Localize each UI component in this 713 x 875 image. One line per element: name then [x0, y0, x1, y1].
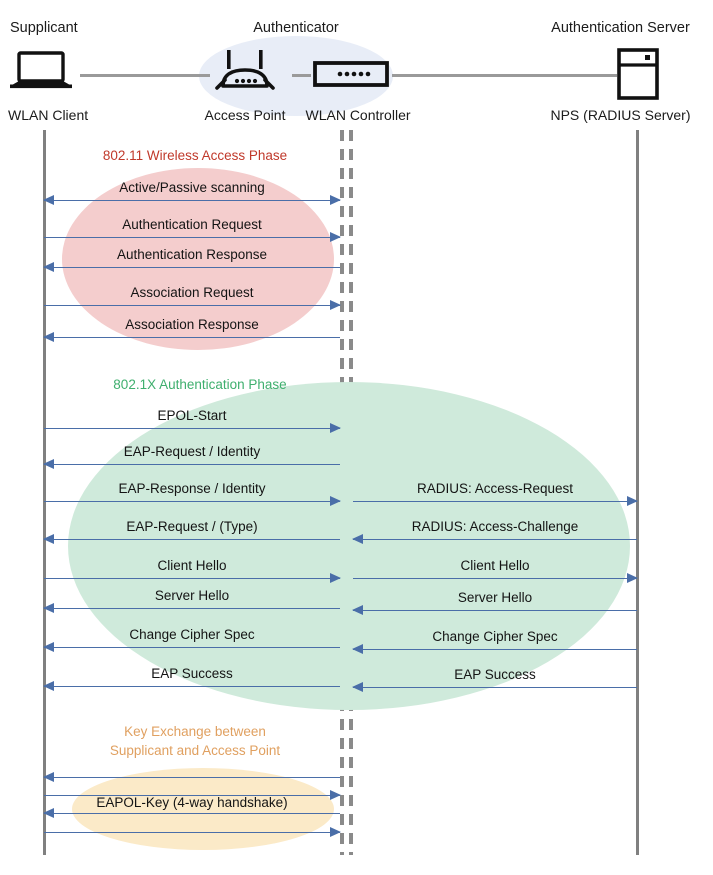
message-line: [44, 832, 340, 833]
message-label: Association Request: [130, 285, 254, 300]
link-client-to-ap: [80, 74, 210, 77]
arrowhead-right-icon: [330, 790, 341, 800]
arrowhead-left-icon: [43, 808, 54, 818]
lifeline-auth-server: [636, 130, 639, 855]
arrowhead-left-icon: [43, 332, 54, 342]
arrowhead-right-icon: [330, 423, 341, 433]
message-line: [44, 305, 340, 306]
message-label: EAP-Request / Identity: [123, 444, 261, 459]
phase-keyexchange-title-line1: Key Exchange between: [124, 724, 266, 739]
message-line: [353, 610, 637, 611]
arrowhead-left-icon: [43, 262, 54, 272]
message-line: [44, 200, 340, 201]
server-rack-icon: [617, 48, 659, 100]
wireless-router-icon: [213, 48, 277, 94]
message-label: EAP-Request / (Type): [126, 519, 258, 534]
message-label: EAP-Response / Identity: [118, 481, 266, 496]
arrowhead-right-icon: [330, 573, 341, 583]
actor-role-supplicant: Supplicant: [10, 20, 78, 36]
message-label: Server Hello: [457, 590, 533, 605]
phase-keyexchange-ellipse: [72, 768, 334, 850]
link-controller-to-server: [392, 74, 617, 77]
arrowhead-right-icon: [330, 300, 341, 310]
arrowhead-left-icon: [352, 534, 363, 544]
message-label: EAPOL-Key (4-way handshake): [96, 795, 288, 810]
message-label: Change Cipher Spec: [129, 627, 255, 642]
message-line: [44, 337, 340, 338]
phase-80211-ellipse: [62, 168, 334, 350]
phase-8021x-title: 802.1X Authentication Phase: [113, 377, 287, 392]
actor-role-authenticator: Authenticator: [253, 20, 339, 36]
message-line: [353, 649, 637, 650]
actor-device-wlan-client: WLAN Client: [8, 107, 89, 123]
message-label: Authentication Request: [122, 217, 262, 232]
arrowhead-left-icon: [43, 772, 54, 782]
message-label: Server Hello: [154, 588, 230, 603]
message-label: Active/Passive scanning: [119, 180, 265, 195]
message-label: Client Hello: [157, 558, 227, 573]
message-label: EPOL-Start: [157, 408, 227, 423]
arrowhead-left-icon: [43, 603, 54, 613]
actor-role-authentication-server: Authentication Server: [551, 20, 690, 36]
message-line: [44, 428, 340, 429]
network-switch-icon: [313, 60, 389, 88]
actor-device-nps-radius-server: NPS (RADIUS Server): [550, 107, 691, 123]
message-label: RADIUS: Access-Request: [416, 481, 574, 496]
message-line: [44, 608, 340, 609]
message-line: [44, 686, 340, 687]
laptop-icon: [10, 50, 72, 92]
arrowhead-left-icon: [43, 681, 54, 691]
arrowhead-right-icon: [627, 496, 638, 506]
arrowhead-right-icon: [330, 232, 341, 242]
message-label: EAP Success: [454, 667, 536, 682]
lifeline-supplicant: [43, 130, 46, 855]
arrowhead-left-icon: [352, 644, 363, 654]
message-label: RADIUS: Access-Challenge: [411, 519, 579, 534]
message-line: [44, 578, 340, 579]
message-line: [44, 237, 340, 238]
message-line: [353, 687, 637, 688]
phase-80211-title: 802.11 Wireless Access Phase: [102, 148, 288, 163]
link-ap-to-controller: [292, 74, 311, 77]
message-line: [44, 647, 340, 648]
message-line: [353, 539, 637, 540]
arrowhead-right-icon: [330, 496, 341, 506]
message-label: Client Hello: [460, 558, 530, 573]
arrowhead-right-icon: [330, 827, 341, 837]
message-line: [44, 464, 340, 465]
arrowhead-right-icon: [330, 195, 341, 205]
arrowhead-left-icon: [43, 195, 54, 205]
message-label: EAP Success: [151, 666, 233, 681]
message-label: Association Response: [125, 317, 259, 332]
arrowhead-left-icon: [43, 534, 54, 544]
arrowhead-left-icon: [352, 682, 363, 692]
arrowhead-left-icon: [352, 605, 363, 615]
message-line: [353, 501, 637, 502]
phase-keyexchange-title-line2: Supplicant and Access Point: [109, 743, 281, 758]
message-line: [44, 795, 340, 796]
message-line: [353, 578, 637, 579]
actor-device-access-point: Access Point: [204, 107, 286, 123]
message-line: [44, 777, 340, 778]
message-line: [44, 813, 340, 814]
phase-8021x-ellipse: [68, 382, 630, 710]
message-line: [44, 539, 340, 540]
message-line: [44, 267, 340, 268]
arrowhead-right-icon: [627, 573, 638, 583]
message-label: Change Cipher Spec: [432, 629, 558, 644]
arrowhead-left-icon: [43, 459, 54, 469]
message-label: Authentication Response: [116, 247, 268, 262]
arrowhead-left-icon: [43, 642, 54, 652]
actor-device-wlan-controller: WLAN Controller: [305, 107, 411, 123]
message-line: [44, 501, 340, 502]
